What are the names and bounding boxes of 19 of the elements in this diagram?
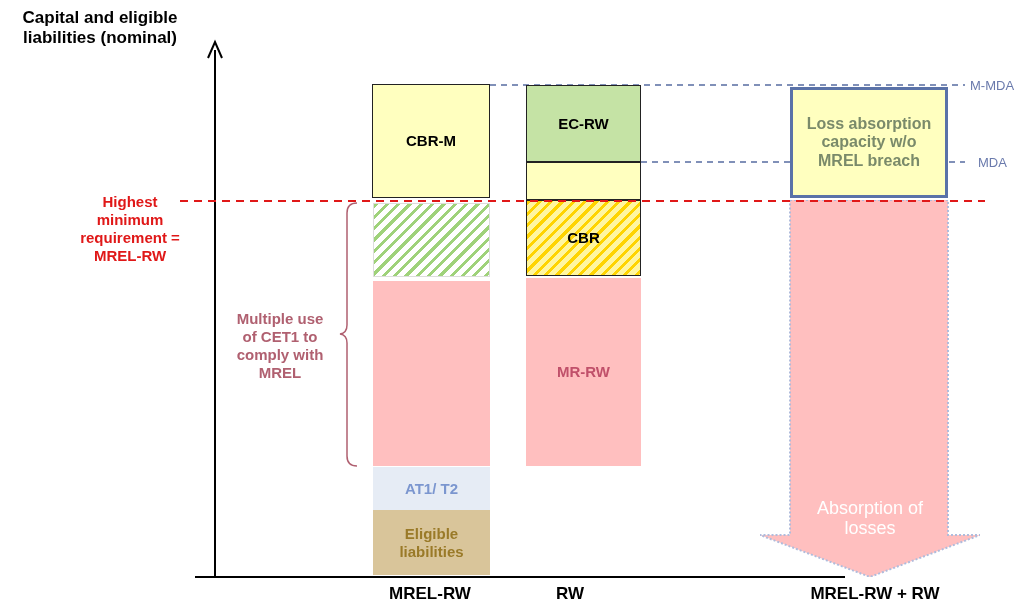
axis-label: MREL-RW (388, 584, 472, 605)
capital-block: Eligible liabilities (373, 510, 490, 575)
capital-block: CBR-M (372, 84, 490, 198)
threshold-label: MDA (978, 155, 1008, 171)
axis-title: Capital and eligible liabilities (nominal) (21, 8, 179, 49)
capital-block: AT1/ T2 (373, 467, 490, 510)
capital-block: EC-RW (526, 85, 641, 162)
axis-label: RW (555, 584, 585, 605)
hatched-block (373, 203, 490, 277)
capital-block (526, 162, 641, 200)
bracket-label: Multiple use of CET1 to comply with MREL (235, 310, 325, 382)
arrow-label: Absorption of losses (815, 497, 925, 539)
capital-block: Loss absorption capacity w/o MREL breach (790, 87, 948, 198)
requirement-label: Highest minimum requirement = MREL-RW (79, 193, 181, 265)
capital-block (373, 281, 490, 466)
threshold-label: M-MDA (970, 78, 1016, 94)
capital-block: MR-RW (526, 278, 641, 466)
axis-label: MREL-RW + RW (809, 584, 941, 605)
arrow-shape (760, 200, 980, 577)
